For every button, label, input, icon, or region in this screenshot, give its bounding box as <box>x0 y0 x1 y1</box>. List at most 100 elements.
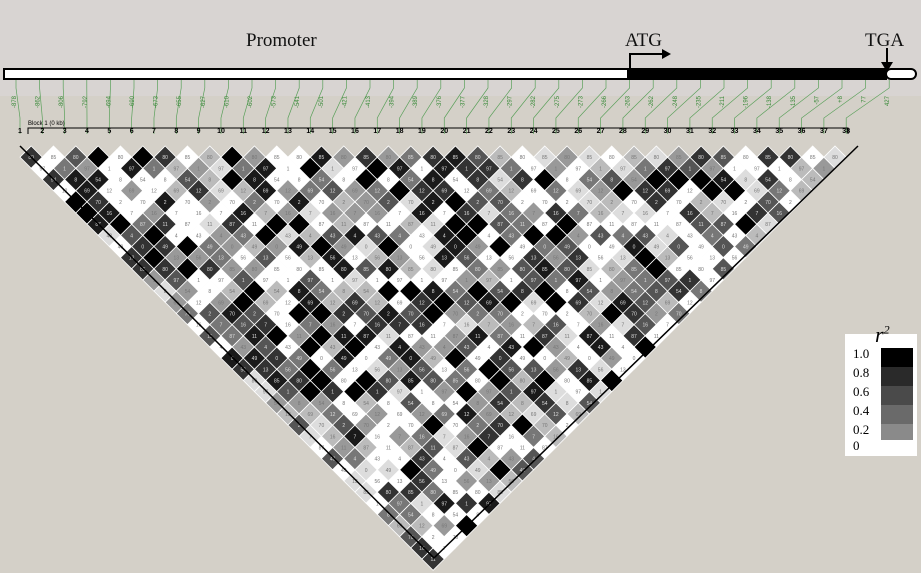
ld-cell-value: 97 <box>531 390 537 396</box>
ld-cell-value: 70 <box>185 200 191 206</box>
ld-cell-value: 70 <box>185 311 191 317</box>
ld-cell-value: 11 <box>297 334 302 340</box>
ld-cell-value: 1 <box>465 501 468 507</box>
ld-cell-value: 49 <box>207 244 213 250</box>
ld-cell-value: 87 <box>765 222 771 228</box>
ld-cell-value: 49 <box>341 244 347 250</box>
ld-cell-value: 56 <box>508 367 514 373</box>
ld-cell-value: 85 <box>408 490 414 496</box>
ld-cell-value: 87 <box>631 334 637 340</box>
ld-cell-value: 2 <box>610 200 613 206</box>
ld-cell-value: 11 <box>431 222 436 228</box>
ld-cell-value: 80 <box>430 490 436 496</box>
ld-cell-value: 0 <box>275 356 278 362</box>
promoter-label: Promoter <box>246 30 317 51</box>
ld-cell-value: 56 <box>196 256 202 262</box>
ld-cell-value: 8 <box>432 512 435 518</box>
ld-cell-value: 85 <box>631 267 637 273</box>
ld-cell-value: 80 <box>564 378 570 384</box>
ld-cell-value: 87 <box>140 222 146 228</box>
ld-cell-value: 85 <box>408 155 414 161</box>
ld-cell-value: 85 <box>319 267 325 273</box>
ld-cell-value: 97 <box>575 390 581 396</box>
ld-cell-value: 13 <box>352 367 358 373</box>
ld-cell-value: 49 <box>386 468 392 474</box>
ld-cell-value: 11 <box>698 222 703 228</box>
ld-cell-value: 85 <box>631 155 637 161</box>
ld-cell-value: 11 <box>520 334 525 340</box>
ld-cell-value: 54 <box>319 401 325 407</box>
ld-cell-value: 8 <box>208 177 211 183</box>
ld-cell-value: 54 <box>274 177 280 183</box>
ld-cell-value: 70 <box>721 200 727 206</box>
ld-cell-value: 4 <box>755 233 758 239</box>
snp-leader-line <box>220 80 229 134</box>
snp-number-label: 36 <box>798 128 806 135</box>
ld-cell-value: 8 <box>342 289 345 295</box>
ld-cell-value: 56 <box>419 479 425 485</box>
ld-cell-value: 43 <box>464 345 470 351</box>
ld-cell-value: 1 <box>242 166 245 172</box>
ld-cell-value: 12 <box>374 412 380 418</box>
ld-cell-value: 13 <box>352 256 358 262</box>
ld-cell-value: 4 <box>175 233 178 239</box>
ld-cell-value: 11 <box>386 222 391 228</box>
ld-cell-value: 12 <box>196 300 202 306</box>
ld-cell-value: 7 <box>666 211 669 217</box>
ld-cell-value: 69 <box>441 524 447 530</box>
snp-position-label: -376 <box>437 95 443 108</box>
ld-cell-value: 69 <box>174 300 180 306</box>
ld-cell-value: 70 <box>363 200 369 206</box>
snp-number-label: 4 <box>85 128 89 135</box>
snp-number-label: 16 <box>351 128 359 135</box>
ld-cell-value: 11 <box>609 222 614 228</box>
ld-cell-value: 8 <box>521 401 524 407</box>
ld-cell-value: 12 <box>464 189 470 195</box>
ld-cell-value: 1 <box>197 166 200 172</box>
ld-cell-value: 8 <box>342 401 345 407</box>
ld-cell-value: 85 <box>497 267 503 273</box>
ld-cell-value: 12 <box>419 524 425 530</box>
ld-cell-value: 12 <box>553 189 559 195</box>
ld-cell-value: 85 <box>185 155 191 161</box>
ld-cell-value: 16 <box>241 323 247 329</box>
ld-cell-value: 49 <box>252 244 258 250</box>
ld-cell-value: 12 <box>107 189 113 195</box>
ld-cell-value: 2 <box>253 311 256 317</box>
ld-cell-value: 80 <box>698 267 704 273</box>
ld-cell-value: 1 <box>287 278 290 284</box>
ld-cell-value: 43 <box>107 233 113 239</box>
ld-cell-value: 2 <box>566 311 569 317</box>
ld-cell-value: 7 <box>532 323 535 329</box>
ld-cell-value: 87 <box>497 222 503 228</box>
ld-cell-value: 2 <box>476 200 479 206</box>
ld-cell-value: 2 <box>432 200 435 206</box>
ld-cell-value: 56 <box>374 256 380 262</box>
ld-cell-value: 54 <box>319 289 325 295</box>
ld-cell-value: 87 <box>676 222 682 228</box>
snp-leader-line <box>242 80 253 134</box>
ld-cell-value: 56 <box>464 479 470 485</box>
ld-cell-value: 1 <box>778 166 781 172</box>
ld-cell-value: 70 <box>363 423 369 429</box>
legend-tick-2: 0.8 <box>853 365 870 380</box>
snp-leader-line <box>466 80 489 134</box>
ld-cell-value: 85 <box>676 267 682 273</box>
ld-cell-value: 87 <box>363 334 369 340</box>
ld-cell-value: 2 <box>387 423 390 429</box>
ld-cell-value: 43 <box>241 345 247 351</box>
ld-cell-value: 43 <box>196 233 202 239</box>
ld-cell-value: 12 <box>241 189 247 195</box>
ld-cell-value: 8 <box>476 401 479 407</box>
ld-cell-value: 43 <box>419 233 425 239</box>
ld-cell-value: 4 <box>443 233 446 239</box>
ld-cell-value: 7 <box>309 434 312 440</box>
ld-cell-value: 54 <box>95 177 101 183</box>
ld-cell-value: 43 <box>508 457 514 463</box>
ld-cell-value: 8 <box>521 177 524 183</box>
ld-cell-value: 11 <box>654 334 659 340</box>
ld-cell-value: 0 <box>677 244 680 250</box>
legend-tick-5: 0.2 <box>853 422 870 437</box>
ld-cell-value: 0 <box>409 244 412 250</box>
ld-cell-value: 85 <box>274 267 280 273</box>
